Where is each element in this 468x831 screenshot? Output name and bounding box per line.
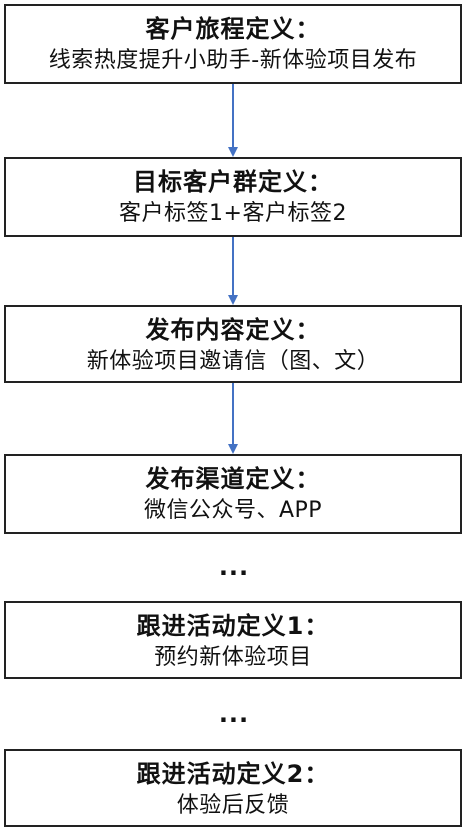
step-box-followup-2: 跟进活动定义2： 体验后反馈: [4, 749, 462, 827]
step-title: 发布渠道定义：: [145, 465, 321, 493]
step-subtitle: 新体验项目邀请信（图、文）: [86, 349, 380, 374]
ellipsis: ...: [218, 700, 250, 728]
step-subtitle: 预约新体验项目: [154, 645, 312, 670]
step-box-target-group: 目标客户群定义： 客户标签1+客户标签2: [4, 157, 462, 237]
step-box-followup-1: 跟进活动定义1： 预约新体验项目: [4, 601, 462, 679]
step-subtitle: 微信公众号、APP: [143, 498, 323, 523]
step-subtitle: 客户标签1+客户标签2: [119, 201, 347, 226]
step-box-content: 发布内容定义： 新体验项目邀请信（图、文）: [4, 305, 462, 383]
step-title: 客户旅程定义：: [145, 15, 321, 43]
step-title: 跟进活动定义1：: [136, 612, 330, 640]
step-subtitle: 线索热度提升小助手-新体验项目发布: [48, 48, 418, 73]
step-box-customer-journey: 客户旅程定义： 线索热度提升小助手-新体验项目发布: [4, 4, 462, 84]
step-title: 目标客户群定义：: [133, 168, 333, 196]
ellipsis: ...: [218, 553, 250, 581]
step-box-channel: 发布渠道定义： 微信公众号、APP: [4, 454, 462, 534]
step-title: 跟进活动定义2：: [136, 760, 330, 788]
step-title: 发布内容定义：: [145, 316, 321, 344]
step-subtitle: 体验后反馈: [176, 793, 290, 818]
